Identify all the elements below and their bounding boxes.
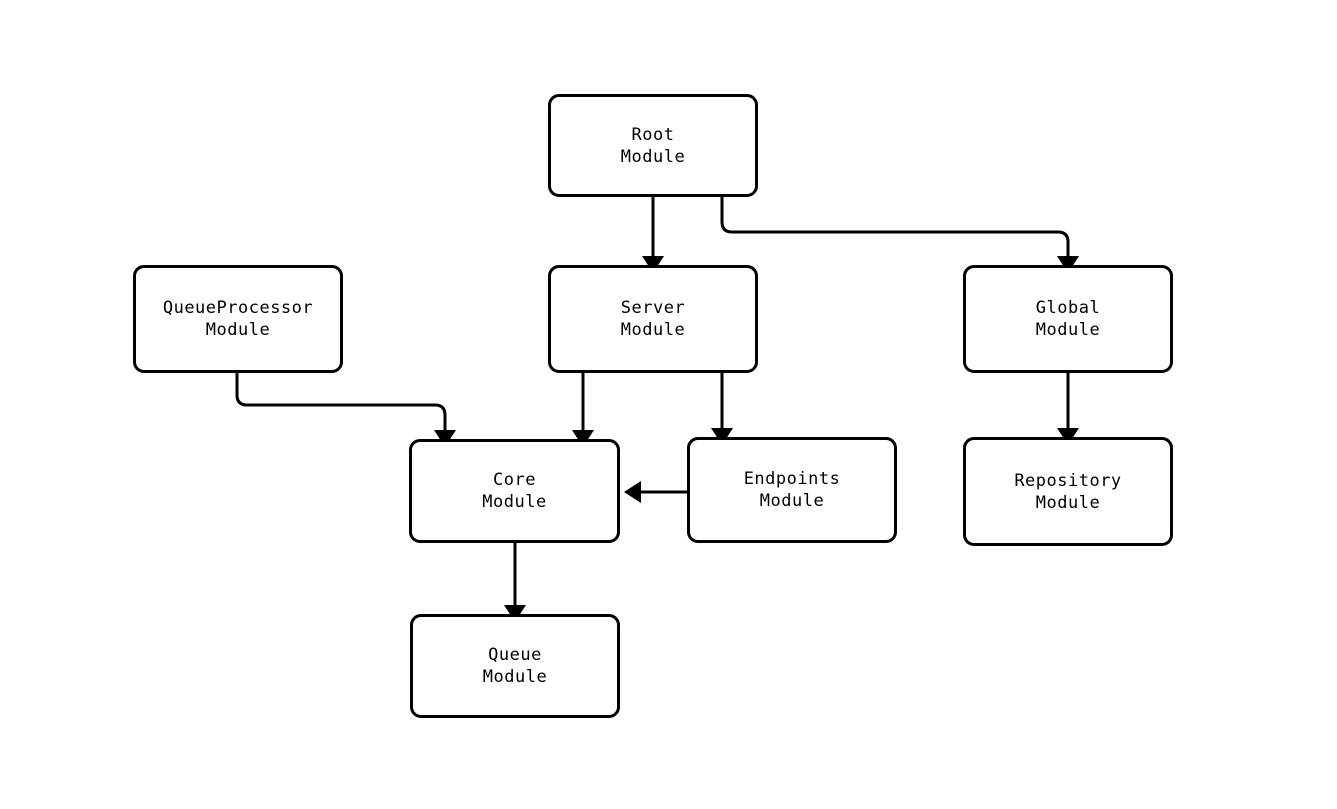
node-label-primary: Endpoints [743,469,841,489]
node-label-primary: Server [620,298,686,318]
arrowhead-server-endpoints [711,428,733,445]
node-label-secondary: Module [759,491,825,511]
node-label-primary: QueueProcessor [162,298,314,318]
arrow-heads [434,256,1079,622]
node-label-secondary: Module [620,146,686,167]
edge-paths [235,197,1070,605]
node-label-primary: Root [631,124,675,145]
node-label-primary: Repository [1014,470,1122,491]
edge-root-global [720,197,1070,256]
arrowhead-root-server [642,256,664,273]
node-label-secondary: Module [482,492,547,512]
arrowhead-global-repository [1057,428,1079,445]
node-label-secondary: Module [205,320,271,340]
node-label-secondary: Module [482,667,548,687]
node-label-primary: Queue [488,645,542,665]
node-label-primary: Global [1035,298,1101,318]
node-label-secondary: Module [620,320,686,340]
arrowhead-root-global [1057,256,1079,273]
arrowhead-queueprocessor-core [434,430,456,447]
node-label-secondary: Module [1035,492,1101,513]
arrowhead-core-queue [504,605,526,622]
arrowhead-endpoints-core [624,481,641,503]
node-label-primary: Core [493,470,536,490]
arrowhead-server-core [572,430,594,447]
edge-queueprocessor-core [235,373,447,430]
node-label-secondary: Module [1035,320,1101,340]
